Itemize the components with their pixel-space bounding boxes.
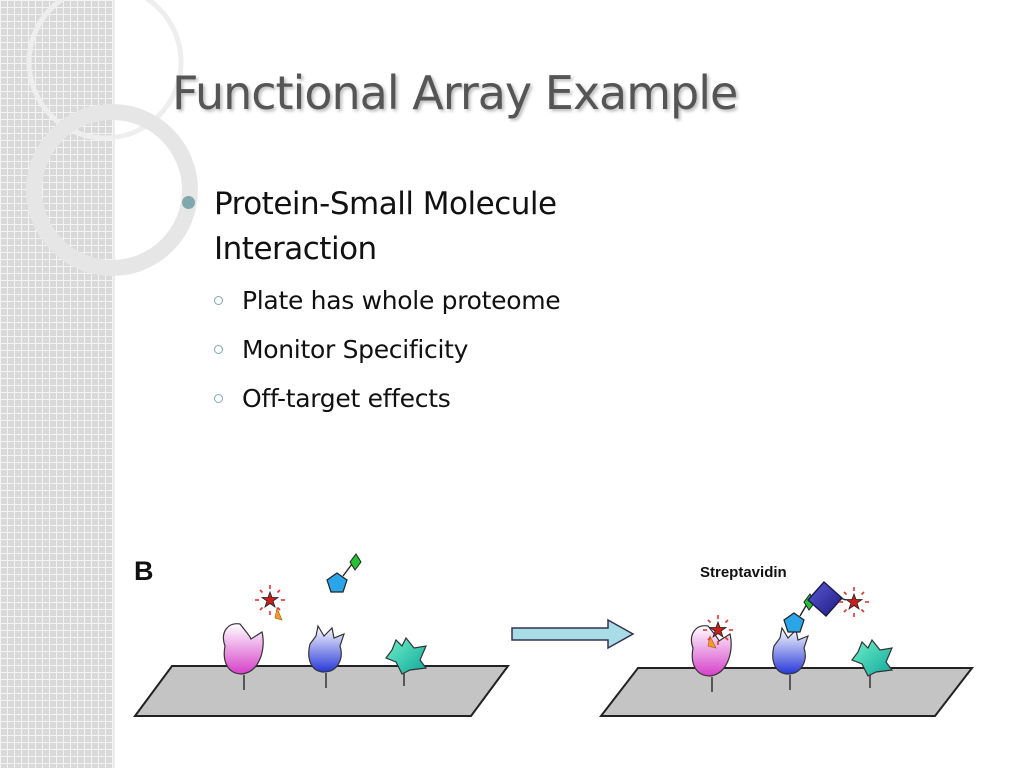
decorative-rings (26, 0, 198, 276)
protein-blue-right (772, 593, 816, 690)
sub-bullet-item: Off-target effects (212, 378, 602, 419)
bullet-list: Protein-Small Molecule Interaction Plate… (182, 182, 602, 427)
protein-pink-right (690, 625, 732, 692)
hollow-bullet-icon (214, 296, 223, 305)
protein-pink-left (222, 623, 264, 690)
sub-bullet-text: Monitor Specificity (242, 335, 469, 364)
transition-arrow-icon (511, 618, 635, 650)
sub-bullet-text: Plate has whole proteome (242, 286, 561, 315)
hollow-bullet-icon (214, 394, 223, 403)
bullet-dot-icon (182, 196, 195, 209)
sub-bullet-text: Off-target effects (242, 384, 451, 413)
protein-array-figure: B Streptavidin (133, 553, 975, 717)
hollow-bullet-icon (214, 345, 223, 354)
array-plate-left (133, 665, 510, 717)
protein-teal-left (385, 636, 428, 686)
bullet-item: Protein-Small Molecule Interaction Plate… (182, 182, 602, 419)
sub-bullet-item: Plate has whole proteome (212, 280, 602, 321)
array-plate-right (598, 667, 975, 717)
biotin-ligand-icon (326, 553, 362, 593)
panel-label: B (134, 556, 154, 586)
sub-bullet-item: Monitor Specificity (212, 329, 602, 370)
slide-title: Functional Array Example (172, 66, 738, 120)
star-label-icon-left (254, 584, 286, 621)
protein-blue-left (308, 624, 345, 688)
bullet-text: Protein-Small Molecule Interaction (214, 186, 557, 267)
sub-bullet-list: Plate has whole proteome Monitor Specifi… (212, 280, 602, 419)
streptavidin-complex-icon (807, 581, 870, 618)
streptavidin-label: Streptavidin (700, 564, 787, 581)
protein-teal-right (851, 638, 894, 688)
